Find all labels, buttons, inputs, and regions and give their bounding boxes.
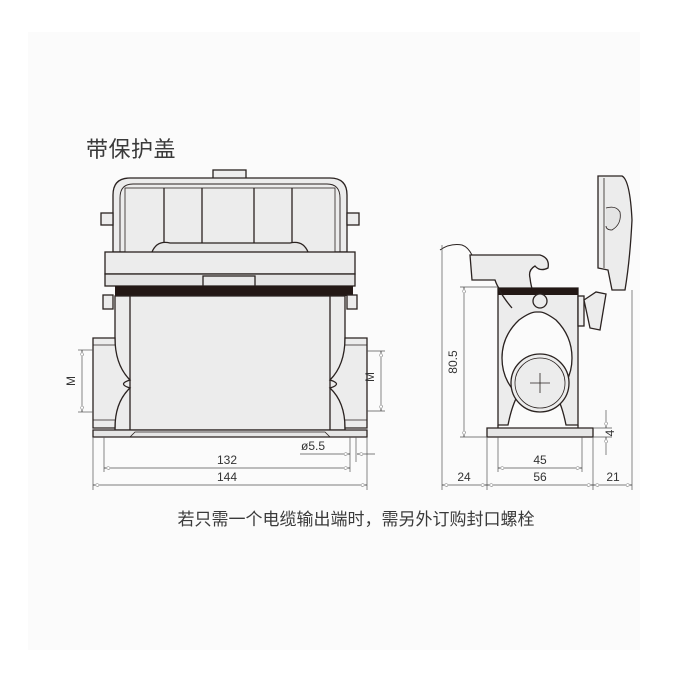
protective-cover <box>100 169 360 253</box>
dim-hole-diameter: ø5.5 <box>301 439 325 453</box>
dim-24: 24 <box>457 470 471 484</box>
front-view <box>92 169 368 438</box>
side-dimensions <box>441 245 633 490</box>
dim-132: 132 <box>217 453 237 467</box>
footnote: 若只需一个电缆输出端时，需另外订购封口螺栓 <box>177 510 535 530</box>
dim-height: 80.5 <box>446 350 460 374</box>
dim-flange-thickness: 4 <box>603 429 617 436</box>
dim-56: 56 <box>533 470 547 484</box>
seal-strip <box>115 286 353 296</box>
dim-thread-right: M <box>363 372 377 382</box>
side-view <box>439 175 633 438</box>
dim-21: 21 <box>606 470 620 484</box>
front-dimensions <box>78 349 385 490</box>
dim-thread-left: M <box>64 376 78 386</box>
dim-45: 45 <box>533 453 547 467</box>
dim-144: 144 <box>217 470 237 484</box>
open-cover <box>597 175 633 291</box>
diagram-title: 带保护盖 <box>86 138 177 163</box>
